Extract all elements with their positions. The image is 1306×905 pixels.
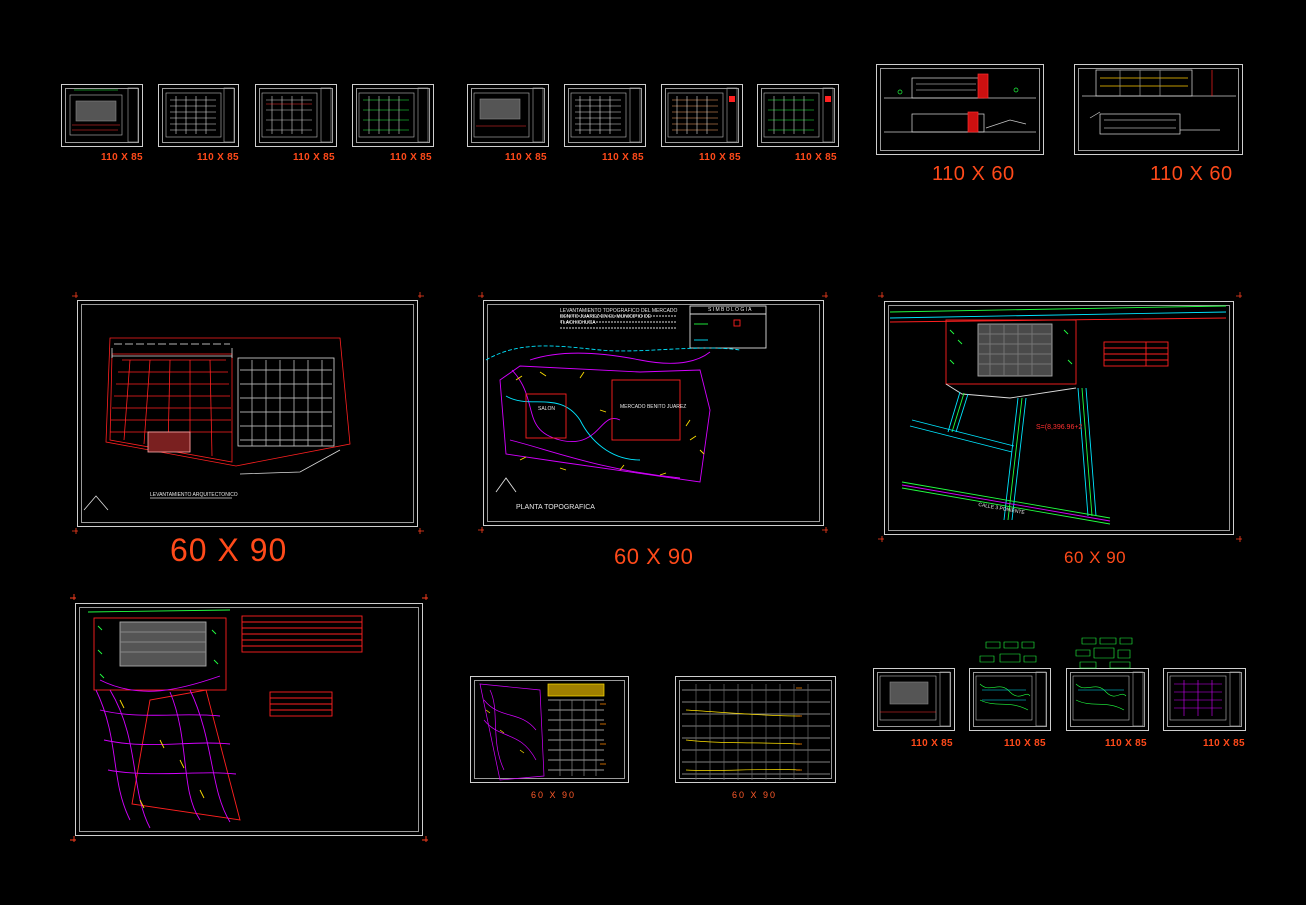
label-installation-1: 110 X 85 [911, 738, 953, 749]
sheet-plan-3[interactable] [255, 84, 337, 147]
topo-title: LEVANTAMIENTO TOPOGRAFICO DEL MERCADO BE… [560, 308, 678, 326]
sheet-installation-2[interactable] [969, 668, 1051, 731]
sheet-site-plan[interactable] [884, 301, 1234, 535]
label-elevation-1: 110 X 60 [932, 163, 1015, 185]
label-perfiles-1: 60 X 90 [531, 790, 577, 800]
planta-topografica-title: PLANTA TOPOGRAFICA [516, 504, 595, 511]
mercado-label: MERCADO BENITO JUAREZ [620, 404, 687, 410]
label-topografico: 60 X 90 [614, 544, 694, 569]
sheet-perfiles-2[interactable] [675, 676, 836, 783]
label-sheet-1: 110 X 85 [101, 152, 143, 163]
salon-label: SALON [538, 406, 555, 412]
label-installation-3: 110 X 85 [1105, 738, 1147, 749]
sheet-plan-7[interactable] [661, 84, 743, 147]
label-sheet-4: 110 X 85 [390, 152, 432, 163]
sheet-plan-1[interactable] [61, 84, 143, 147]
label-site-plan: 60 X 90 [1064, 548, 1127, 567]
sheet-installation-4[interactable] [1163, 668, 1246, 731]
label-sheet-7: 110 X 85 [699, 152, 741, 163]
label-perfiles-2: 60 X 90 [732, 790, 778, 800]
label-sheet-5: 110 X 85 [505, 152, 547, 163]
label-installation-2: 110 X 85 [1004, 738, 1046, 749]
levantamiento-title: LEVANTAMIENTO ARQUITECTONICO [150, 492, 238, 498]
label-levantamiento: 60 X 90 [170, 532, 288, 568]
coord-label: S=(8,396.96+2 [1036, 424, 1083, 431]
sheet-installation-3[interactable] [1066, 668, 1149, 731]
label-elevation-2: 110 X 60 [1150, 163, 1233, 185]
label-sheet-3: 110 X 85 [293, 152, 335, 163]
label-sheet-6: 110 X 85 [602, 152, 644, 163]
label-sheet-2: 110 X 85 [197, 152, 239, 163]
sheet-topografico[interactable] [483, 300, 824, 526]
label-sheet-8: 110 X 85 [795, 152, 837, 163]
label-installation-4: 110 X 85 [1203, 738, 1245, 749]
sheet-elevation-2[interactable] [1074, 64, 1243, 155]
sheet-plan-5[interactable] [467, 84, 549, 147]
sheet-levantamiento[interactable] [77, 300, 418, 527]
simbologia-title: S I M B O L O G I A [708, 307, 752, 313]
sheet-plan-6[interactable] [564, 84, 646, 147]
sheet-plan-2[interactable] [158, 84, 239, 147]
sheet-lotes[interactable] [75, 603, 423, 836]
sheet-installation-1[interactable] [873, 668, 955, 731]
sheet-perfiles-1[interactable] [470, 676, 629, 783]
sheet-plan-4[interactable] [352, 84, 434, 147]
sheet-elevation-1[interactable] [876, 64, 1044, 155]
sheet-plan-8[interactable] [757, 84, 839, 147]
